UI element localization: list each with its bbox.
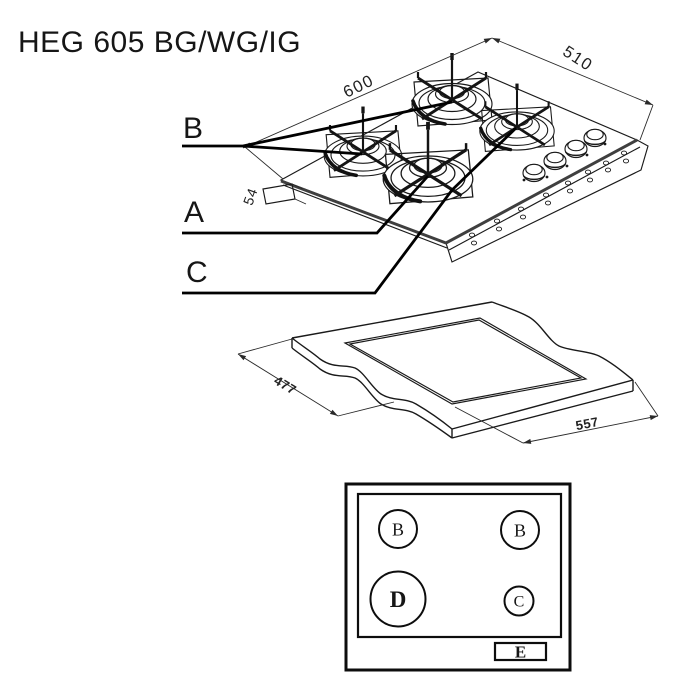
callout-label-a: A [184,196,204,229]
schematic-burner-top-left [378,509,418,549]
knob-3 [564,139,588,159]
page-title: HEG 605 BG/WG/IG [18,26,301,59]
dim-cutout-depth-text: 477 [272,373,300,398]
callout-leaders [182,100,517,295]
schematic-burner-bottom-right [503,585,535,617]
schematic-burner-bottom-right-label: C [514,594,525,611]
worktop-outline [291,301,493,339]
leader-c [182,126,517,295]
worktop-cutout-view: 477 557 [237,301,659,444]
dim-thickness-text: 54 [240,185,261,207]
leader-a [182,175,430,235]
schematic-control-panel [493,641,548,662]
knob-4 [583,128,607,148]
schematic-control-panel-label: E [515,643,526,662]
dimension-477: 477 [237,338,395,417]
cutout-hole-outer [343,317,588,405]
dim-depth-text: 510 [559,43,596,76]
hob-perspective-view: 600 510 54 B A C [182,37,654,295]
schematic-burner-top-left-label: B [392,520,404,540]
schematic-burner-bottom-left-label: D [390,587,407,612]
callout-label-c: C [186,256,208,289]
glass-bevel-edge [280,138,638,245]
dimension-54: 54 [240,183,307,207]
schematic-burner-bottom-left [369,570,427,628]
schematic-cooking-area [356,492,563,639]
control-knobs [522,128,607,183]
burner-back [410,51,494,128]
cutout-hole-inner [348,319,583,403]
schematic-outer-frame [344,482,572,672]
callout-label-b: B [183,112,203,145]
knob-2 [543,151,567,171]
schematic-burner-top-right-label: B [514,521,526,541]
dimension-557: 557 [454,381,659,444]
knob-1 [522,163,546,183]
leader-b [182,100,453,156]
dim-cutout-width-text: 557 [574,414,600,433]
schematic-burner-top-right [500,510,540,550]
side-face-holes [468,150,630,246]
burner-layout-schematic: B B D C E [344,482,572,672]
